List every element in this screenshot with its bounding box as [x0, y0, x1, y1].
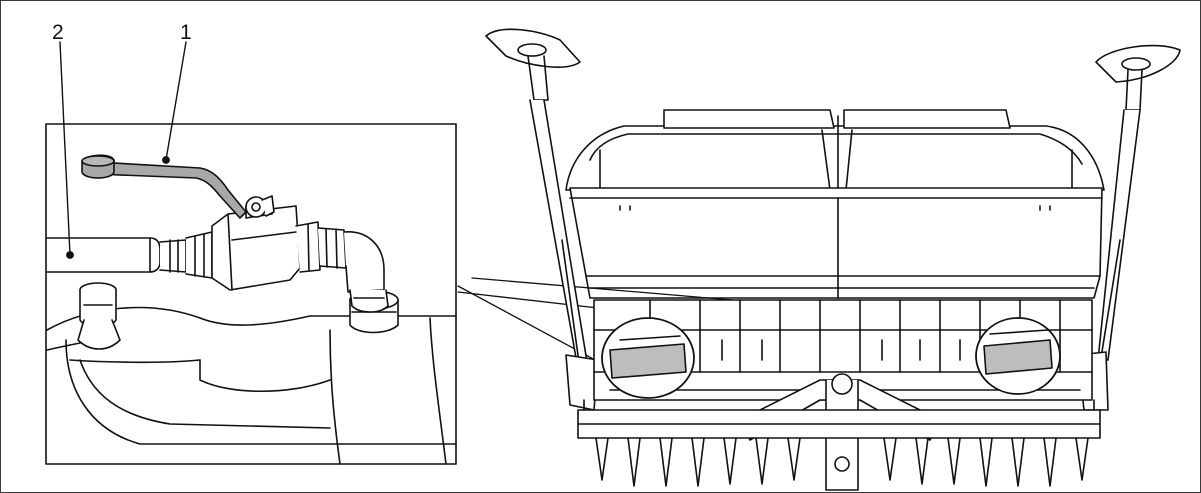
detail-circle-right — [975, 317, 1061, 395]
callout-leaders — [59, 41, 187, 259]
coulters — [583, 399, 1095, 487]
elbow-fitting — [295, 221, 389, 313]
tank-fitting-left — [77, 282, 121, 350]
detail-inset — [45, 123, 457, 465]
valve-handle — [81, 154, 275, 219]
hopper — [565, 109, 1105, 299]
coulter-bar — [577, 409, 1101, 439]
detail-circle-left — [601, 317, 695, 399]
callout-2-number: 2 — [52, 21, 64, 44]
callout-1-number: 1 — [180, 21, 192, 44]
marker-arm-left — [485, 28, 599, 411]
seed-drill — [485, 28, 1181, 491]
hydraulic-hose — [46, 231, 213, 279]
